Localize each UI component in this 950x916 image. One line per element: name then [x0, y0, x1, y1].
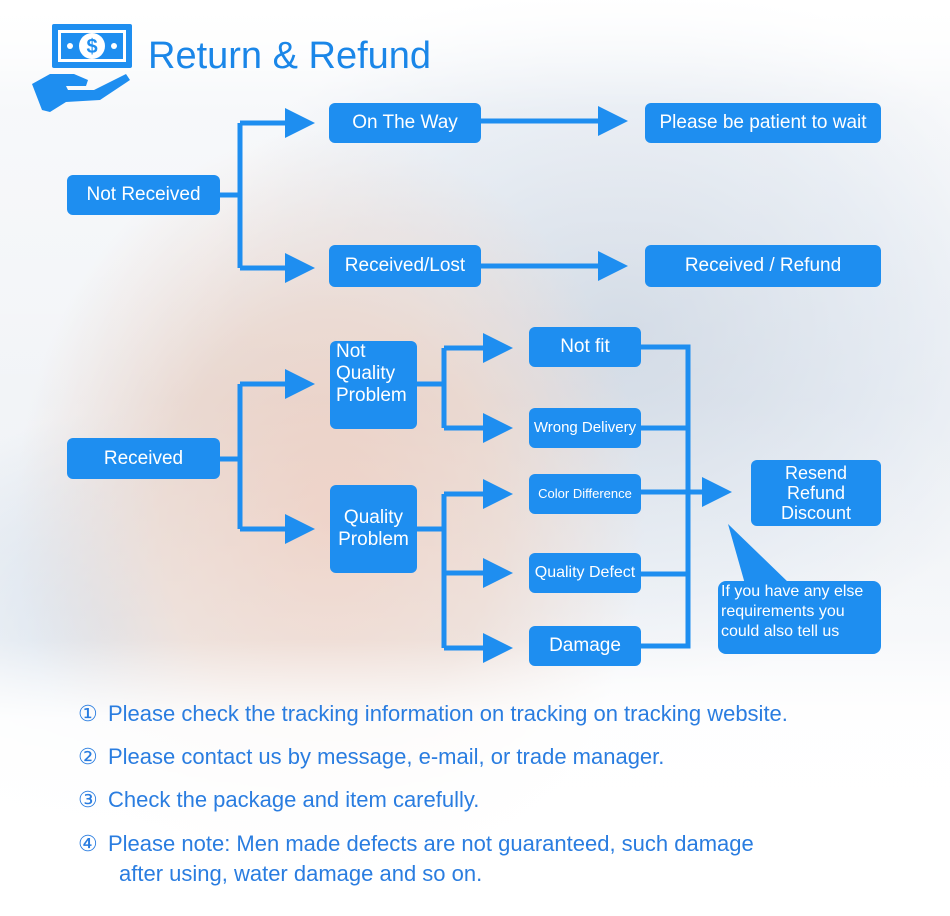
money-hand-icon: $ [30, 22, 135, 112]
bubble-line-3: could also tell us [721, 623, 840, 640]
color-difference-box: Color Difference [529, 474, 641, 514]
please-wait-label: Please be patient to wait [659, 112, 867, 134]
note-2: ② Please contact us by message, e-mail, o… [78, 744, 664, 770]
damage-box: Damage [529, 626, 641, 666]
not-quality-line-1: Not [336, 341, 366, 362]
not-received-label: Not Received [86, 184, 201, 206]
note-2-number: ② [78, 744, 98, 769]
svg-text:$: $ [86, 36, 97, 58]
outcome-refund: Refund [786, 483, 846, 503]
on-the-way-label: On The Way [352, 112, 458, 134]
received-box: Received [67, 438, 220, 479]
note-1: ① Please check the tracking information o… [78, 701, 788, 727]
note-3: ③ Check the package and item carefully. [78, 787, 479, 813]
received-refund-label: Received / Refund [684, 255, 842, 277]
page-title: Return & Refund [148, 35, 432, 77]
quality-line-2: Problem [338, 529, 409, 550]
not-quality-line-2: Quality [336, 362, 396, 384]
damage-label: Damage [549, 635, 621, 657]
wrong-delivery-label: Wrong Delivery [533, 419, 637, 437]
quality-problem-box: Quality Problem [330, 485, 417, 573]
not-fit-label: Not fit [560, 336, 610, 358]
on-the-way-box: On The Way [329, 103, 481, 143]
wrong-delivery-box: Wrong Delivery [529, 408, 641, 448]
requirements-bubble: If you have any else requirements you co… [718, 581, 881, 654]
not-quality-problem-box: Not Quality Problem [330, 341, 417, 429]
note-1-text: Please check the tracking information on… [108, 701, 788, 726]
not-quality-line-3: Problem [336, 384, 407, 406]
note-1-number: ① [78, 701, 98, 726]
note-3-number: ③ [78, 787, 98, 812]
quality-line-1: Quality [343, 507, 404, 529]
quality-defect-label: Quality Defect [534, 563, 636, 581]
bubble-line-1: If you have any else [721, 583, 864, 600]
note-3-text: Check the package and item carefully. [108, 787, 480, 812]
not-fit-box: Not fit [529, 327, 641, 367]
received-lost-label: Received/Lost [344, 255, 466, 277]
bubble-line-2: requirements you [721, 603, 845, 620]
outcome-resend: Resend [784, 463, 848, 483]
outcome-discount: Discount [780, 503, 852, 523]
received-lost-box: Received/Lost [329, 245, 481, 287]
note-2-text: Please contact us by message, e-mail, or… [108, 744, 665, 769]
quality-defect-box: Quality Defect [529, 553, 641, 593]
received-refund-box: Received / Refund [645, 245, 881, 287]
note-4: ④ Please note: Men made defects are not g… [78, 831, 754, 857]
received-label: Received [103, 447, 184, 469]
note-4-text: Please note: Men made defects are not gu… [108, 831, 754, 856]
note-4-number: ④ [78, 831, 98, 856]
color-difference-label: Color Difference [538, 485, 632, 501]
outcome-box: Resend Refund Discount [751, 460, 881, 526]
note-4-continuation: after using, water damage and so on. [119, 861, 483, 886]
please-wait-box: Please be patient to wait [645, 103, 881, 143]
not-received-box: Not Received [67, 175, 220, 215]
